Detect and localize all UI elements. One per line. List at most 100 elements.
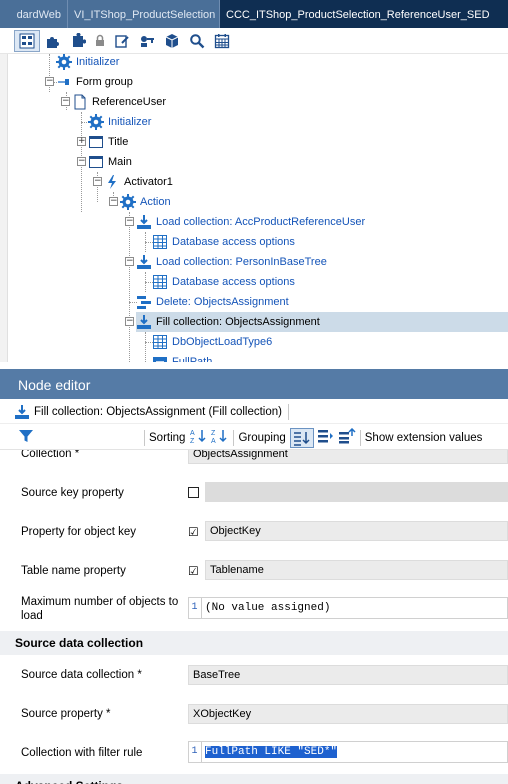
line-number: 1: [189, 742, 202, 762]
tree-node-activator1[interactable]: Activator1: [104, 172, 173, 192]
tree-node-label: Form group: [76, 76, 133, 88]
gear-icon: [88, 114, 104, 130]
cube-icon: [165, 33, 179, 48]
tree-node-label: Initializer: [108, 116, 152, 128]
group-by-category-button[interactable]: [289, 427, 314, 448]
table-icon: [152, 334, 168, 350]
svg-text:Z: Z: [190, 438, 195, 444]
collapse-toggle[interactable]: −: [125, 256, 134, 266]
tree-node-referenceuser[interactable]: ReferenceUser: [72, 92, 166, 112]
max-objects-label: Maximum number of objects to load: [21, 596, 179, 622]
filter-button[interactable]: [18, 428, 34, 447]
collapse-toggle[interactable]: −: [125, 216, 134, 226]
grouping-label: Grouping: [238, 431, 286, 444]
property-for-object-key-label: Property for object key: [21, 526, 137, 538]
edit-icon: [115, 34, 129, 48]
tree-node-label: Action: [140, 196, 171, 208]
edit-button[interactable]: [110, 30, 134, 52]
lock-icon: [96, 34, 104, 46]
collection-field[interactable]: ObjectsAssignment: [188, 450, 508, 464]
collapse-toggle[interactable]: −: [45, 76, 54, 86]
calendar-grid-button[interactable]: [210, 30, 234, 52]
component-tree: Initializer − Form group − ReferenceUser…: [0, 54, 508, 366]
tree-node-load-collection-accproduct[interactable]: Load collection: AccProductReferenceUser: [136, 212, 365, 232]
puzzle-alt-icon: [73, 32, 86, 47]
source-data-collection-field[interactable]: BaseTree: [188, 665, 508, 685]
tree-vertical-scrollbar[interactable]: [0, 54, 8, 366]
tree-node-label: Delete: ObjectsAssignment: [156, 296, 289, 308]
source-property-label: Source property *: [21, 708, 111, 720]
collapse-toggle[interactable]: −: [125, 316, 134, 326]
tree-node-label: Initializer: [76, 56, 120, 68]
tree-node-label: ReferenceUser: [92, 96, 166, 108]
puzzle-button[interactable]: [41, 30, 65, 52]
table-name-property-checkbox[interactable]: ☑: [188, 564, 199, 578]
calendar-grid-icon: [214, 33, 230, 48]
tree-node-dbobjectloadtype6[interactable]: DbObjectLoadType6: [152, 332, 272, 352]
show-extension-values-toggle[interactable]: Show extension values: [364, 431, 483, 444]
source-property-field[interactable]: XObjectKey: [188, 704, 508, 724]
property-for-object-key-checkbox[interactable]: ☑: [188, 525, 199, 539]
gear-icon: [120, 194, 136, 210]
lightning-icon: [104, 174, 120, 190]
svg-text:A: A: [190, 430, 195, 437]
property-form: Collection * ObjectsAssignment Source ke…: [0, 450, 508, 784]
tab-ccc-itshop-productselection[interactable]: CCC_ITShop_ProductSelection_ReferenceUse…: [220, 0, 508, 28]
search-button[interactable]: [185, 30, 209, 52]
max-objects-editor[interactable]: 1 (No value assigned): [188, 597, 508, 619]
tree-node-action[interactable]: Action: [120, 192, 171, 212]
tree-node-initializer[interactable]: Initializer: [88, 112, 151, 132]
tree-node-fill-collection-objectsassignment[interactable]: Fill collection: ObjectsAssignment: [136, 312, 508, 332]
window-icon: [88, 154, 104, 170]
table-icon: [152, 274, 168, 290]
source-key-property-field: [205, 482, 508, 502]
search-icon: [190, 33, 205, 48]
source-key-property-checkbox[interactable]: [188, 487, 199, 498]
delete-collection-icon: [136, 294, 152, 310]
node-editor-title: Fill collection: ObjectsAssignment (Fill…: [0, 400, 508, 424]
tree-node-main[interactable]: Main: [88, 152, 132, 172]
tree-node-load-collection-personinbasetree[interactable]: Load collection: PersonInBaseTree: [136, 252, 327, 272]
svg-text:A: A: [211, 438, 216, 444]
tree-node-title[interactable]: Title: [88, 132, 128, 152]
collapse-all-button[interactable]: [338, 427, 356, 447]
tree-node-label: FullPath: [172, 356, 213, 366]
table-name-property-field[interactable]: Tablename: [205, 560, 508, 580]
collapse-toggle[interactable]: −: [61, 96, 70, 106]
node-editor-title-text: Fill collection: ObjectsAssignment (Fill…: [34, 405, 282, 418]
tree-node-database-access-options-1[interactable]: Database access options: [152, 232, 295, 252]
tree-node-database-access-options-2[interactable]: Database access options: [152, 272, 295, 292]
tab-standardweb[interactable]: dardWeb: [0, 0, 68, 28]
filter-rule-editor[interactable]: 1 FullPath LIKE "SED*": [188, 741, 508, 763]
collapse-toggle[interactable]: −: [77, 156, 86, 166]
section-advanced-settings: Advanced Settings: [0, 774, 508, 784]
collapse-toggle[interactable]: −: [109, 196, 118, 206]
table-name-property-label: Table name property: [21, 565, 126, 577]
document-tab-bar: dardWeb VI_ITShop_ProductSelection CCC_I…: [0, 0, 508, 28]
lock-button[interactable]: [91, 30, 109, 52]
window-icon: [88, 134, 104, 150]
tree-view-button[interactable]: [14, 29, 40, 52]
users-key-button[interactable]: [135, 30, 159, 52]
load-collection-icon: [136, 254, 152, 270]
property-for-object-key-field[interactable]: ObjectKey: [205, 521, 508, 541]
collapse-toggle[interactable]: −: [93, 176, 102, 186]
expand-all-button[interactable]: [317, 428, 335, 447]
table-icon: [152, 234, 168, 250]
cube-button[interactable]: [160, 30, 184, 52]
expand-toggle[interactable]: +: [77, 136, 86, 146]
puzzle-icon: [47, 36, 59, 48]
max-objects-value: (No value assigned): [205, 602, 331, 614]
source-data-collection-label: Source data collection *: [21, 669, 142, 681]
tree-node-label: Database access options: [172, 236, 295, 248]
tree-node-form-group[interactable]: Form group: [56, 72, 133, 92]
tree-node-initializer-root[interactable]: Initializer: [56, 54, 119, 72]
tree-node-delete-objectsassignment[interactable]: Delete: ObjectsAssignment: [136, 292, 289, 312]
puzzle-alt-button[interactable]: [66, 30, 90, 52]
tree-horizontal-scrollbar[interactable]: [0, 362, 508, 368]
tab-vi-itshop-productselection[interactable]: VI_ITShop_ProductSelection: [68, 0, 220, 28]
source-key-property-label: Source key property: [21, 487, 124, 499]
users-key-icon: [141, 35, 154, 47]
